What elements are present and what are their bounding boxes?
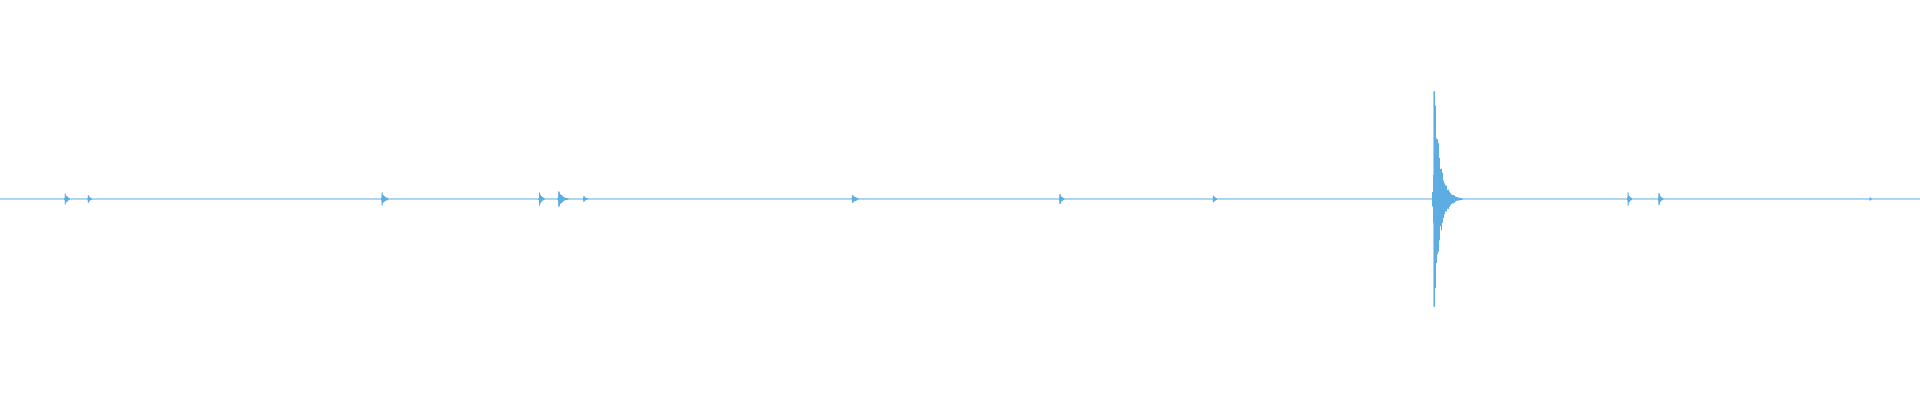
waveform-series bbox=[64, 91, 1872, 307]
